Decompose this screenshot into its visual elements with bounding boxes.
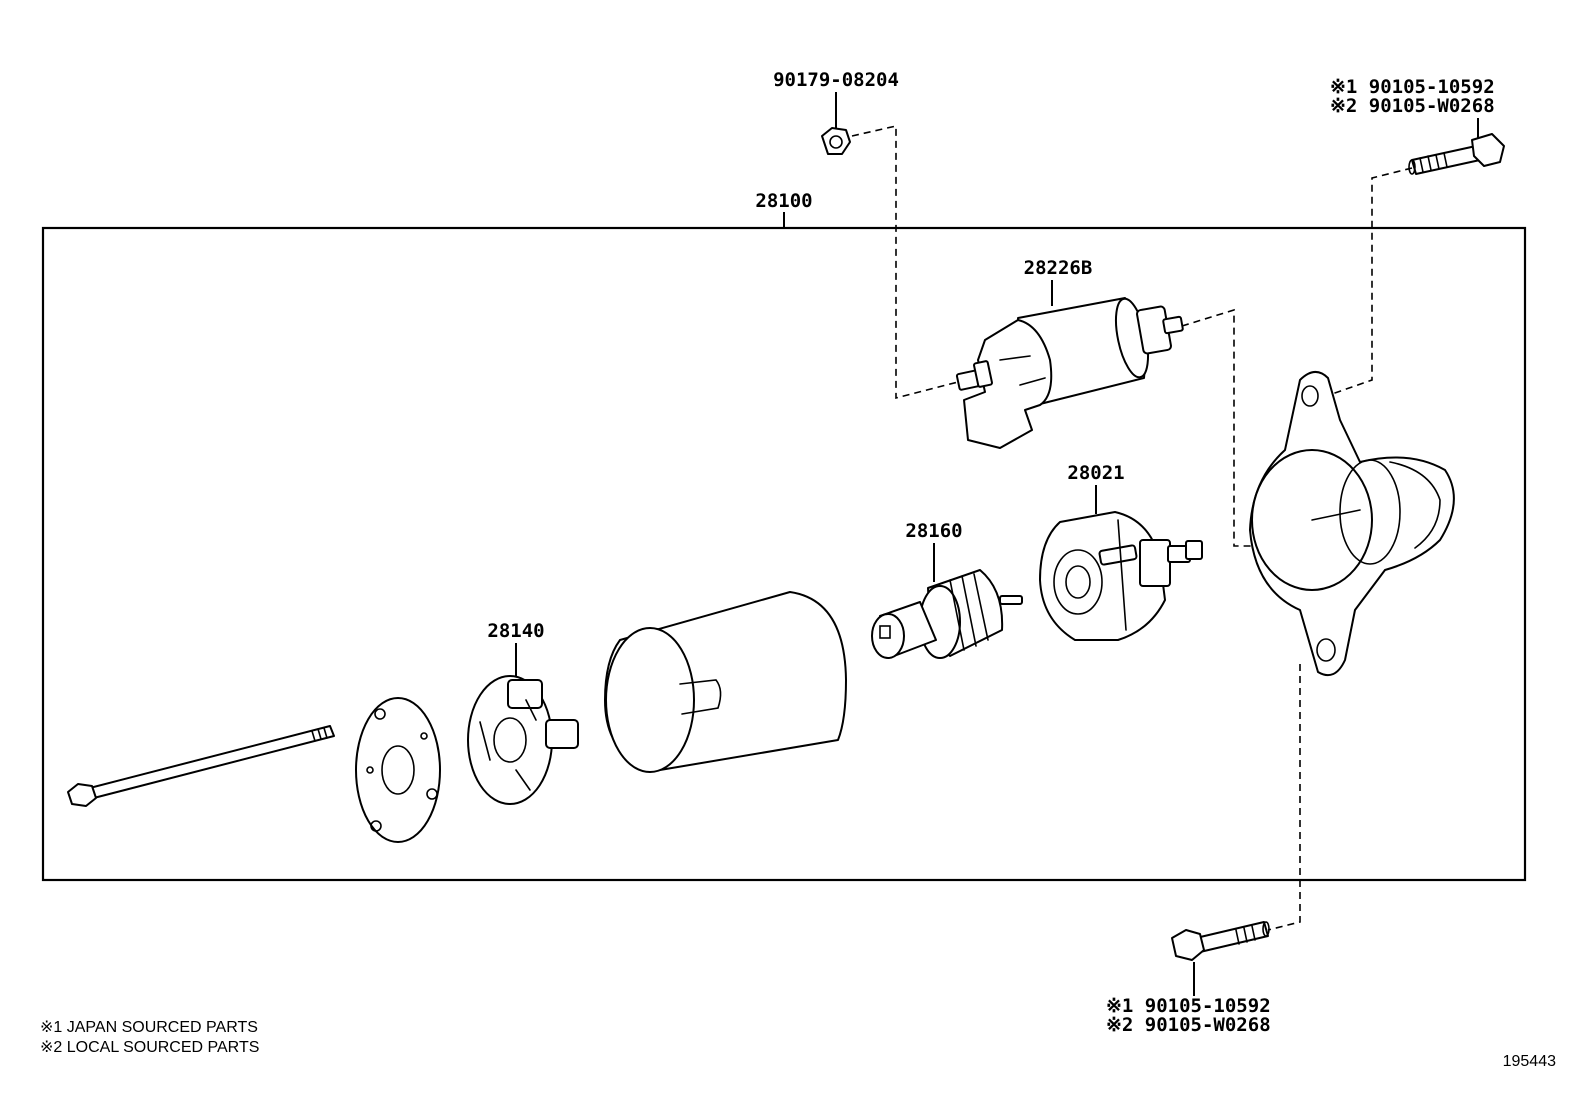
- bottom-bolt-part-number-2[interactable]: ※2 90105-W0268: [1106, 1014, 1271, 1036]
- through-bolt-icon[interactable]: [67, 725, 335, 807]
- brush-holder-part-number[interactable]: 28021: [1067, 462, 1124, 484]
- nut-icon[interactable]: [821, 127, 851, 155]
- drive-housing-icon[interactable]: [1249, 371, 1455, 676]
- clutch-icon[interactable]: [871, 569, 1023, 659]
- brush-holder-icon[interactable]: [1039, 511, 1203, 641]
- bottom-bolt-icon[interactable]: [1171, 921, 1270, 961]
- solenoid-part-number[interactable]: 28226B: [1024, 257, 1093, 279]
- top-bolt-icon[interactable]: [1408, 133, 1505, 175]
- legend-note-1: ※1 JAPAN SOURCED PARTS: [40, 1019, 258, 1036]
- legend-note-2: ※2 LOCAL SOURCED PARTS: [40, 1039, 259, 1056]
- nut-part-number[interactable]: 90179-08204: [773, 69, 899, 91]
- brush-plate-part-number[interactable]: 28140: [487, 620, 544, 642]
- top-bolt-part-number-1[interactable]: ※1 90105-10592: [1330, 76, 1495, 98]
- bottom-bolt-dashline: [1267, 664, 1301, 931]
- figure-number: 195443: [1503, 1053, 1556, 1070]
- clutch-part-number[interactable]: 28160: [905, 520, 962, 542]
- nut-to-solenoid-dashline: [851, 124, 959, 400]
- bottom-bolt-part-number-1[interactable]: ※1 90105-10592: [1106, 995, 1271, 1017]
- top-bolt-dashline: [1331, 167, 1413, 395]
- yoke-icon[interactable]: [604, 591, 847, 773]
- assembly-part-number[interactable]: 28100: [755, 190, 812, 212]
- solenoid-to-housing-dashline: [1181, 308, 1264, 547]
- top-bolt-part-number-2[interactable]: ※2 90105-W0268: [1330, 95, 1495, 117]
- end-cover-icon[interactable]: [355, 697, 441, 843]
- solenoid-icon[interactable]: [955, 296, 1184, 449]
- brush-plate-icon[interactable]: [467, 675, 579, 805]
